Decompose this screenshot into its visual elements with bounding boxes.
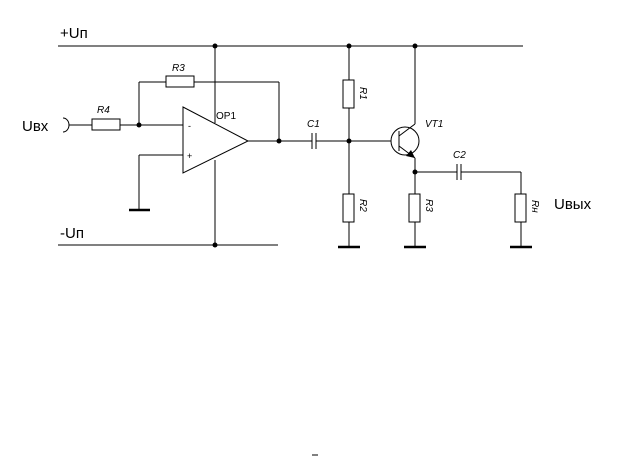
output-label: Uвых: [554, 196, 592, 213]
transistor-vt1: [390, 126, 420, 156]
junction-dot: [276, 138, 282, 144]
junction-dot: [412, 43, 418, 49]
negative-rail-label: -Uп: [60, 225, 84, 242]
vt1-collector-lead: [398, 123, 416, 137]
r3-emitter-label: R3: [423, 199, 434, 212]
resistor-r3-emitter: [408, 193, 421, 223]
resistor-rn: [514, 193, 527, 223]
op1-noninverting-sign: +: [187, 151, 192, 161]
resistor-r2: [342, 193, 355, 223]
op1-label: OP1: [216, 111, 236, 122]
rn-label: Rн: [529, 200, 540, 213]
r3-feedback-label: R3: [172, 63, 185, 74]
op-amp-op1: [182, 106, 250, 174]
c2-label: C2: [453, 150, 466, 161]
r1-label: R1: [357, 87, 368, 100]
r4-label: R4: [97, 105, 110, 116]
vt1-label: VT1: [425, 119, 443, 130]
c1-label: C1: [307, 119, 320, 130]
op1-inverting-sign: -: [188, 121, 191, 131]
vt1-emitter-arrow: [406, 150, 415, 158]
junction-dot: [212, 43, 218, 49]
resistor-r3-feedback: [165, 75, 195, 88]
r2-label: R2: [357, 199, 368, 212]
input-label: Uвх: [22, 118, 49, 135]
resistor-r4: [91, 118, 121, 131]
positive-rail-label: +Uп: [60, 25, 88, 42]
junction-dot: [346, 43, 352, 49]
resistor-r1: [342, 79, 355, 109]
input-terminal: [62, 117, 70, 133]
junction-dot: [212, 242, 218, 248]
